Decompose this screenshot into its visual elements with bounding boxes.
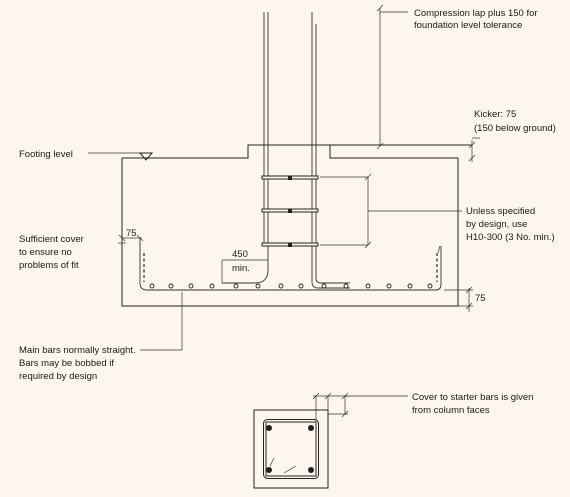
main-bars-label-1: Main bars normally straight. [19, 345, 136, 356]
unless-specified-label-1: Unless specified [466, 206, 535, 217]
footing-level-symbol [88, 152, 154, 161]
cover-starter-label-2: from column faces [412, 405, 490, 416]
footing-level-label: Footing level [19, 149, 73, 160]
dim-cover-side [118, 234, 144, 242]
compression-lap-label-2: foundation level tolerance [414, 20, 522, 31]
column-plan [253, 409, 329, 489]
compression-lap-label-1: Compression lap plus 150 for [414, 8, 538, 19]
leader-main-bars [140, 292, 183, 351]
transverse-bar-dot [188, 283, 194, 289]
dim-compression-lap [376, 4, 408, 150]
transverse-bar-dot [407, 283, 413, 289]
cover-starter-label-1: Cover to starter bars is given [412, 392, 533, 403]
dim-lap [221, 259, 268, 283]
transverse-bar-dot [278, 283, 284, 289]
sufficient-cover-label-3: problems of fit [19, 260, 79, 271]
dim-cover-side-text: 75 [126, 228, 137, 239]
transverse-bar-dot [427, 283, 433, 289]
transverse-bar-dots [149, 283, 433, 289]
kicker-label-2: (150 below ground) [474, 123, 556, 134]
main-bars-label-2: Bars may be bobbed if [19, 358, 114, 369]
transverse-bar-dot [343, 283, 349, 289]
links [261, 175, 319, 247]
unless-specified-label-3: H10-300 (3 No. min.) [466, 232, 555, 243]
dim-kicker [468, 137, 480, 162]
dim-link-spacing [320, 173, 462, 249]
dim-cover-bottom-text: 75 [475, 293, 486, 304]
transverse-bar-dot [209, 283, 215, 289]
main-bars [139, 238, 442, 291]
dim-cover-bottom [444, 286, 473, 312]
transverse-bar-dot [298, 283, 304, 289]
dim-lap-text: 450 [232, 249, 248, 260]
transverse-bar-dot [168, 283, 174, 289]
sufficient-cover-label-2: to ensure no [19, 247, 72, 258]
unless-specified-label-2: by design, use [466, 219, 527, 230]
transverse-bar-dot [149, 283, 155, 289]
transverse-bar-dot [233, 283, 239, 289]
dim-lap-suffix-text: min. [232, 263, 250, 274]
transverse-bar-dot [321, 283, 327, 289]
transverse-bar-dot [255, 283, 261, 289]
transverse-bar-dot [365, 283, 371, 289]
transverse-bar-dot [386, 283, 392, 289]
main-bars-label-3: required by design [19, 371, 97, 382]
footing-outline [121, 144, 472, 307]
dim-starter-cover [312, 392, 408, 424]
kicker-label-1: Kicker: 75 [474, 109, 516, 120]
starter-bars [222, 12, 350, 289]
sufficient-cover-label-1: Sufficient cover [19, 234, 84, 245]
